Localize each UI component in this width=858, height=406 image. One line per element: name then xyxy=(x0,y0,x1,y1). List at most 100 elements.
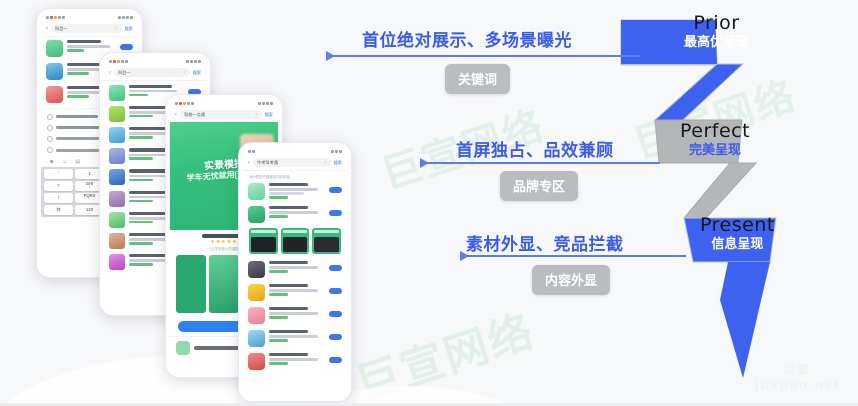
install-button[interactable] xyxy=(120,44,133,50)
funnel-zigzag xyxy=(598,0,858,406)
key-numeric[interactable]: 123 xyxy=(75,204,104,215)
back-icon[interactable]: ‹ xyxy=(109,69,111,76)
install-button[interactable] xyxy=(329,334,342,340)
bottom-divider xyxy=(0,403,858,406)
rating-stars: ★★★★★ xyxy=(210,239,238,245)
search-hint: 46%的用户搜索该词后安装 xyxy=(249,175,290,179)
list-item[interactable] xyxy=(104,146,206,167)
list-item[interactable] xyxy=(243,258,347,281)
callout-tag: 内容外显 xyxy=(532,265,611,295)
app-name-row xyxy=(170,230,278,239)
back-icon[interactable]: ‹ xyxy=(248,159,250,166)
key[interactable]: 1 xyxy=(75,168,104,179)
callout-caption: 首位绝对展示、多场景曝光 xyxy=(362,31,572,50)
back-icon[interactable]: ‹ xyxy=(46,25,48,32)
app-icon xyxy=(248,330,265,347)
keyboard-toolbar[interactable]: ☻ ☺ ▤ xyxy=(41,156,138,167)
arrow-head-icon xyxy=(326,51,335,61)
callout-tag: 关键词 xyxy=(445,64,511,94)
list-item[interactable] xyxy=(104,188,206,209)
search-button[interactable]: 搜索 xyxy=(333,159,342,165)
search-input[interactable]: 驾校一点通× xyxy=(180,110,262,119)
install-button[interactable] xyxy=(329,265,342,271)
install-button[interactable] xyxy=(178,321,270,332)
list-item[interactable] xyxy=(41,83,138,106)
status-bar xyxy=(170,99,278,108)
search-button[interactable]: 搜索 xyxy=(124,25,133,31)
search-button[interactable]: 搜索 xyxy=(264,111,273,117)
install-button[interactable] xyxy=(329,187,342,193)
search-bar[interactable]: ‹ 牛考驾考通× 搜索 xyxy=(243,156,347,170)
list-item[interactable] xyxy=(243,203,347,226)
install-button[interactable] xyxy=(329,210,342,216)
perfect-trapezoid xyxy=(654,119,743,164)
screenshot[interactable] xyxy=(176,255,206,313)
install-button[interactable] xyxy=(329,288,342,294)
list-item[interactable] xyxy=(41,133,138,144)
list-item[interactable] xyxy=(104,209,206,230)
suggestion-list xyxy=(41,111,138,156)
list-item[interactable] xyxy=(104,124,206,145)
search-bar[interactable]: ‹ 科目一× 搜索 xyxy=(41,22,138,36)
app-icon xyxy=(248,206,265,223)
result-list xyxy=(243,180,347,373)
list-item[interactable] xyxy=(243,327,347,350)
status-bar xyxy=(243,147,347,156)
app-name xyxy=(194,346,252,350)
list-item[interactable] xyxy=(243,350,347,373)
callout-caption: 首屏独占、品效兼顾 xyxy=(456,141,614,160)
list-item[interactable] xyxy=(104,167,206,188)
search-bar[interactable]: ‹ 驾校一点通× 搜索 xyxy=(170,108,278,122)
phone-mockup-3: ‹ 驾校一点通× 搜索 实景模拟 学车无忧就用[驾校… ★★★★★ 1亿学车新人… xyxy=(165,94,283,378)
search-input[interactable]: 科目一× xyxy=(51,24,122,33)
install-button[interactable] xyxy=(329,311,342,317)
list-item[interactable] xyxy=(41,60,138,83)
status-bar xyxy=(104,57,206,66)
list-item[interactable] xyxy=(170,337,278,359)
search-icon xyxy=(47,135,53,142)
search-input[interactable]: 科目一× xyxy=(114,68,190,77)
app-icon xyxy=(248,183,265,200)
back-icon[interactable]: ‹ xyxy=(175,111,177,118)
smiley-icon[interactable]: ☺ xyxy=(62,158,68,165)
search-button[interactable]: 搜索 xyxy=(192,69,201,75)
brand-domain: juxuan.net xyxy=(754,377,840,392)
app-icon xyxy=(46,63,63,80)
key-symbol[interactable]: 符 xyxy=(44,204,73,215)
creative-card[interactable] xyxy=(312,228,342,254)
keyboard-icon[interactable]: ▤ xyxy=(75,158,81,165)
list-item[interactable] xyxy=(104,230,206,251)
emoji-icon[interactable]: ☻ xyxy=(49,158,55,165)
tail-spike xyxy=(720,262,770,378)
key[interactable]: ' xyxy=(44,168,73,179)
creative-card-row[interactable] xyxy=(243,226,347,258)
callout-tag: 品牌专区 xyxy=(500,171,579,201)
search-input[interactable]: 牛考驾考通× xyxy=(253,158,331,167)
list-item[interactable] xyxy=(243,304,347,327)
list-item[interactable] xyxy=(41,122,138,133)
rating-note: 1亿学车新人的选择 xyxy=(209,247,239,251)
install-button[interactable] xyxy=(329,357,342,363)
brand-watermark: 巨宣 juxuan.net xyxy=(755,361,840,392)
result-list xyxy=(104,81,206,274)
key[interactable]: ! xyxy=(44,192,73,203)
key[interactable]: ? xyxy=(44,180,73,191)
app-icon xyxy=(248,353,265,370)
list-item[interactable] xyxy=(41,111,138,122)
screenshot[interactable] xyxy=(209,255,239,313)
arrow-line xyxy=(424,162,660,164)
search-bar[interactable]: ‹ 科目一× 搜索 xyxy=(104,66,206,80)
app-icon xyxy=(248,284,265,301)
list-item[interactable] xyxy=(41,37,138,60)
creative-card[interactable] xyxy=(249,228,278,254)
list-item[interactable] xyxy=(243,180,347,203)
list-item[interactable] xyxy=(41,145,138,156)
list-item[interactable] xyxy=(104,82,206,103)
list-item[interactable] xyxy=(243,281,347,304)
creative-card[interactable] xyxy=(280,228,310,254)
app-icon xyxy=(248,307,265,324)
list-item[interactable] xyxy=(104,103,206,124)
list-item[interactable] xyxy=(104,252,206,273)
